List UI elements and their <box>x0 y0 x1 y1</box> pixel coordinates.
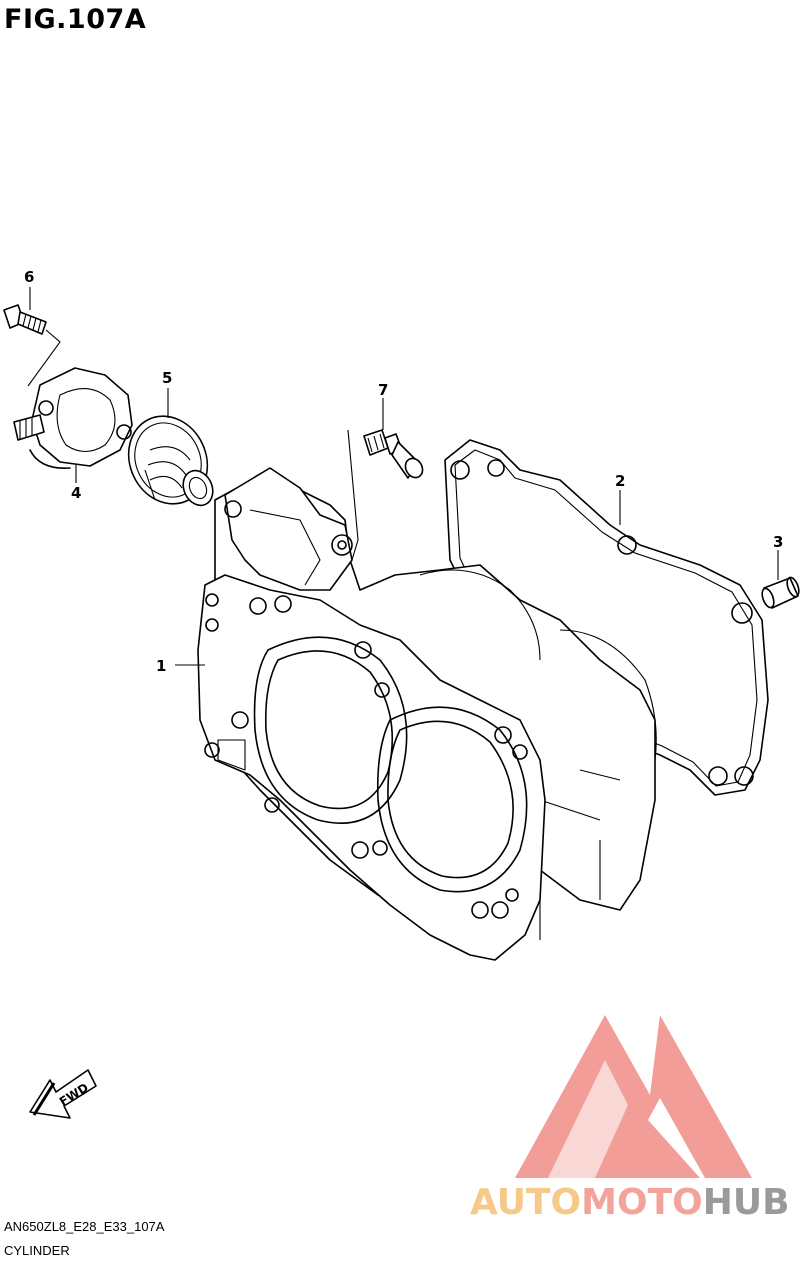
figure-title: FIG.107A <box>4 4 147 35</box>
callout-7: 7 <box>378 381 388 399</box>
section-name: CYLINDER <box>4 1243 70 1258</box>
leader-lines <box>27 287 779 666</box>
water-fitting <box>363 429 424 479</box>
callout-4: 4 <box>71 484 81 502</box>
callout-1: 1 <box>156 657 166 675</box>
bolt <box>3 304 47 335</box>
callout-5: 5 <box>162 369 172 387</box>
forward-arrow: FWD <box>29 1069 97 1119</box>
wordmark-auto: AUTO <box>470 1182 582 1223</box>
model-code: AN650ZL8_E28_E33_107A <box>4 1219 165 1234</box>
wordmark-hub: HUB <box>702 1182 790 1223</box>
callout-6: 6 <box>24 268 34 286</box>
callout-2: 2 <box>615 472 625 490</box>
callout-3: 3 <box>773 533 783 551</box>
watermark-logo <box>515 1015 752 1178</box>
watermark-wordmark: AUTOMOTOHUB <box>470 1183 790 1223</box>
wordmark-moto: MOTO <box>581 1182 703 1223</box>
dowel-pin <box>761 576 800 609</box>
thermostat <box>127 415 214 507</box>
cylinder-block <box>197 467 657 961</box>
thermostat-cover <box>13 367 133 469</box>
